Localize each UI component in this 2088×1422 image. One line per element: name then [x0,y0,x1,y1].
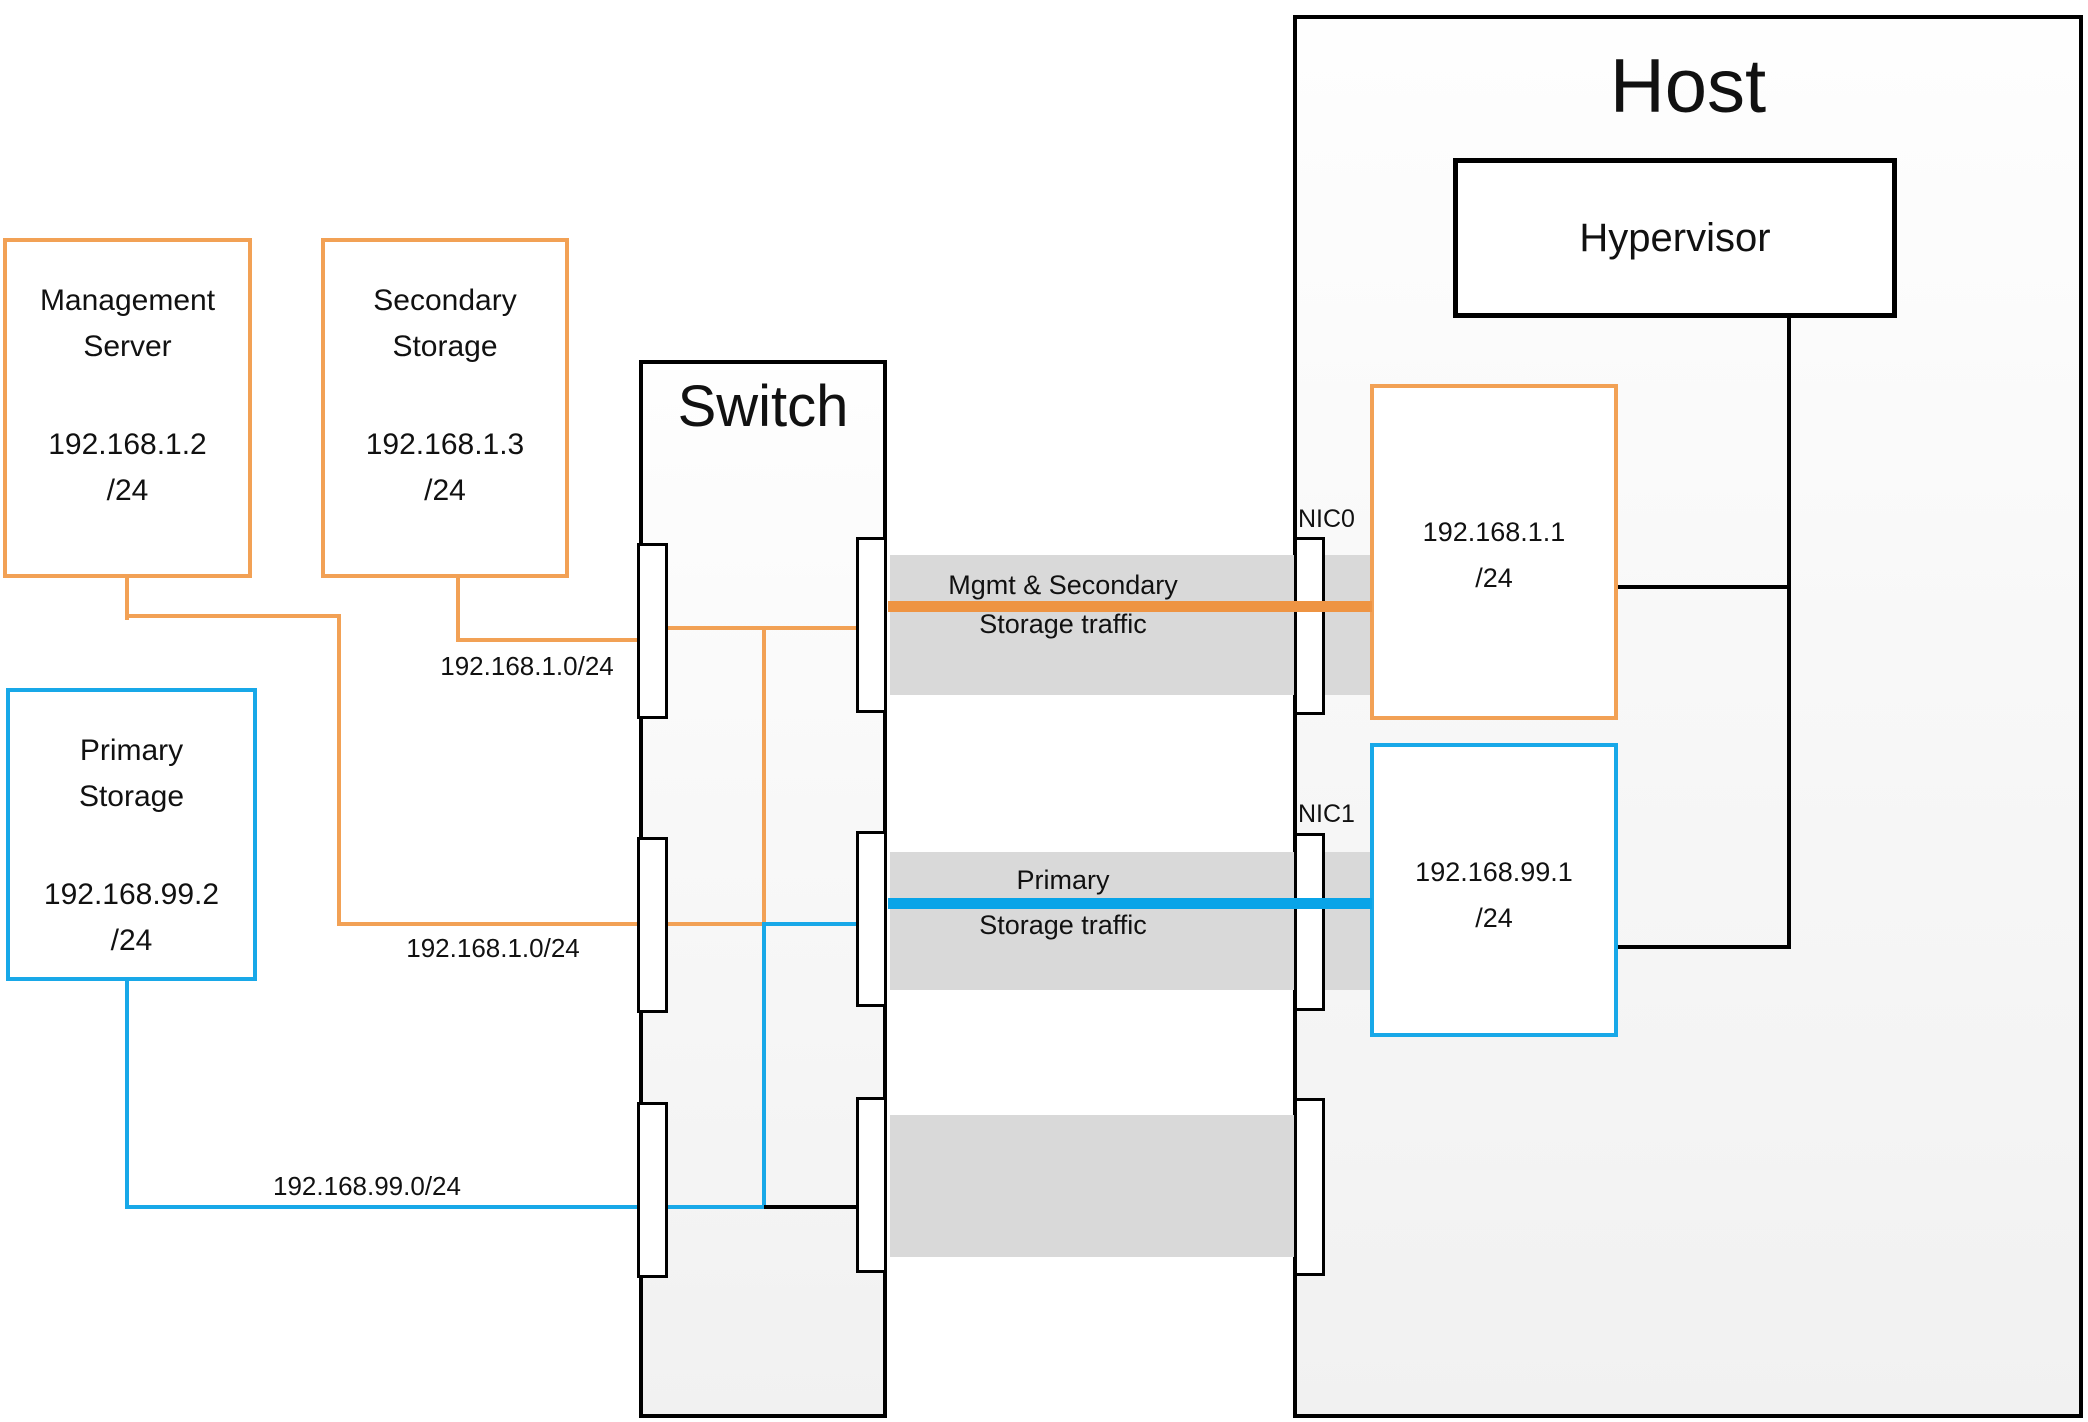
host-port-nic1 [1294,833,1325,1011]
primary-storage-mask: /24 [110,924,153,957]
link-mgmt-vertical [337,614,341,926]
link-secondary-drop [456,578,460,642]
spacer [10,820,253,866]
switch-internal-black-port3 [764,1205,856,1209]
hypervisor-box: Hypervisor [1453,158,1897,318]
primary-storage-box: Primary Storage 192.168.99.2 /24 [6,688,257,981]
management-server-name-line1: Management [39,284,216,317]
subnet-label-primary: 192.168.99.0/24 [273,1171,461,1201]
subnet-label-mgmt-secondary-1: 192.168.1.0/24 [440,651,614,681]
nic1-ip-box: 192.168.99.1 /24 [1370,743,1618,1037]
management-server-ip: 192.168.1.2 [48,428,207,461]
traffic-band-mgmt [890,555,1372,695]
host-port-unused [1294,1098,1325,1276]
nic1-label: NIC1 [1298,800,1355,828]
primary-traffic-label-line2: Storage traffic [979,910,1147,940]
switch-internal-blue-port3 [668,1205,764,1209]
mgmt-traffic-label-line2: Storage traffic [979,609,1147,639]
primary-traffic-line [888,898,1372,909]
management-server-box: Management Server 192.168.1.2 /24 [3,238,252,578]
hypervisor-label: Hypervisor [1579,215,1771,260]
primary-traffic-label-line1: Primary [1016,865,1110,895]
switch-port-left-1 [637,543,668,719]
nic0-ip-box: 192.168.1.1 /24 [1370,384,1618,720]
primary-storage-name-line1: Primary [79,734,184,767]
link-mgmt-to-switch [337,922,639,926]
switch-port-left-3 [637,1102,668,1278]
switch-port-right-2 [856,831,887,1007]
traffic-band-unused [890,1115,1294,1257]
hypervisor-branch-nic0 [1618,585,1791,589]
link-mgmt-jog [125,614,341,618]
switch-internal-orange-port2 [668,922,766,926]
switch-title: Switch [677,374,849,439]
spacer [325,370,565,416]
link-primary-drop [125,981,129,1209]
hypervisor-branch-nic1 [1618,945,1791,949]
nic0-ip: 192.168.1.1 [1422,517,1566,547]
nic1-ip: 192.168.99.1 [1415,857,1573,887]
switch-port-right-1 [856,537,887,713]
mgmt-traffic-line [888,601,1372,612]
host-port-nic0 [1294,537,1325,715]
nic1-mask: /24 [1475,903,1513,933]
management-server-mask: /24 [106,474,149,507]
secondary-storage-box: Secondary Storage 192.168.1.3 /24 [321,238,569,578]
switch-internal-orange-vertical [762,626,766,926]
spacer [7,370,248,416]
traffic-band-primary [890,852,1372,990]
subnet-label-mgmt-secondary-2: 192.168.1.0/24 [406,933,580,963]
management-server-name-line2: Server [83,330,172,363]
primary-storage-ip: 192.168.99.2 [43,878,220,911]
mgmt-traffic-label-line1: Mgmt & Secondary [948,570,1178,600]
nic0-label: NIC0 [1298,505,1355,533]
link-primary-to-switch [125,1205,639,1209]
secondary-storage-name-line2: Storage [392,330,498,363]
link-secondary-to-switch [456,638,639,642]
switch-internal-blue-vertical [762,922,766,1209]
nic0-mask: /24 [1475,563,1513,593]
primary-storage-name-line2: Storage [78,780,185,813]
secondary-storage-ip: 192.168.1.3 [365,428,525,461]
link-mgmt-drop [125,578,129,620]
switch-internal-blue-port2 [766,922,857,926]
hypervisor-stem-line [1787,318,1791,949]
secondary-storage-name-line1: Secondary [373,284,517,317]
switch-port-left-2 [637,837,668,1013]
secondary-storage-mask: /24 [424,474,466,507]
host-title: Host [1609,44,1767,129]
switch-port-right-3 [856,1097,887,1273]
